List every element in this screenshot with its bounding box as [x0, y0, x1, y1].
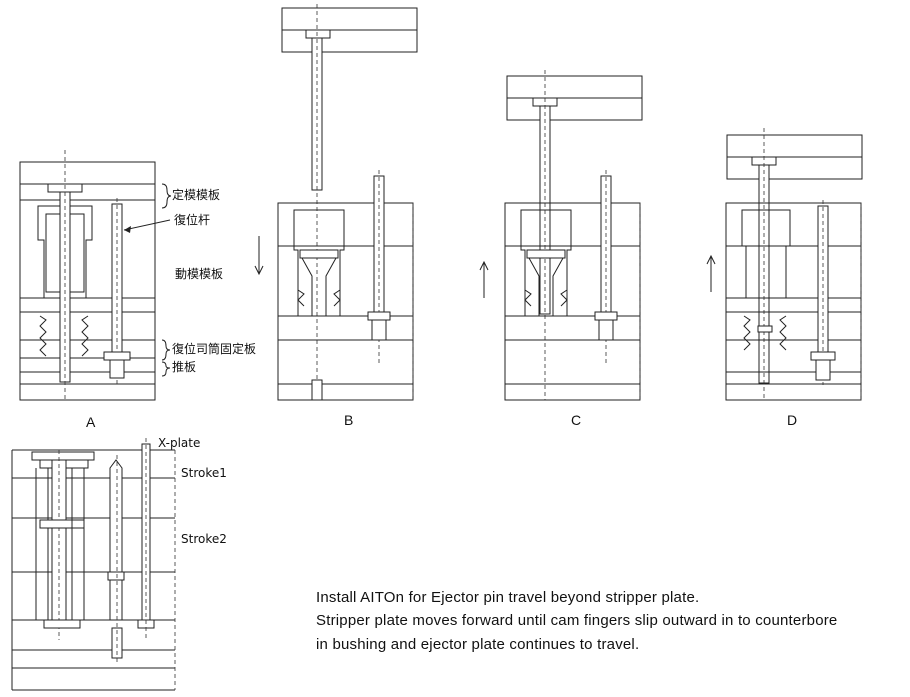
stroke-diagram — [11, 438, 176, 691]
panel-a-drawing — [19, 150, 172, 401]
label-return-sleeve-plate: 復位司筒固定板 — [172, 341, 256, 356]
description-line-2: Stripper plate moves forward until cam f… — [316, 612, 838, 629]
label-x-plate: X-plate — [158, 436, 200, 450]
panel-c-drawing — [479, 70, 643, 401]
description-line-3: in bushing and ejector plate continues t… — [316, 636, 640, 653]
label-stroke1: Stroke1 — [181, 466, 227, 480]
label-stroke2: Stroke2 — [181, 532, 227, 546]
panel-a-label: A — [86, 414, 96, 430]
panel-b-label: B — [344, 412, 353, 428]
panel-c-label: C — [571, 412, 581, 428]
label-return-pin: 復位杆 — [174, 212, 210, 227]
panel-b-drawing — [254, 4, 418, 401]
label-ejector-plate: 推板 — [172, 360, 196, 374]
label-moving-plate: 動模模板 — [175, 267, 223, 281]
panel-d-label: D — [787, 412, 797, 428]
panel-d-drawing — [706, 128, 863, 401]
label-fixed-plate: 定模模板 — [172, 187, 220, 202]
description-line-1: Install AITOn for Ejector pin travel bey… — [316, 589, 700, 606]
